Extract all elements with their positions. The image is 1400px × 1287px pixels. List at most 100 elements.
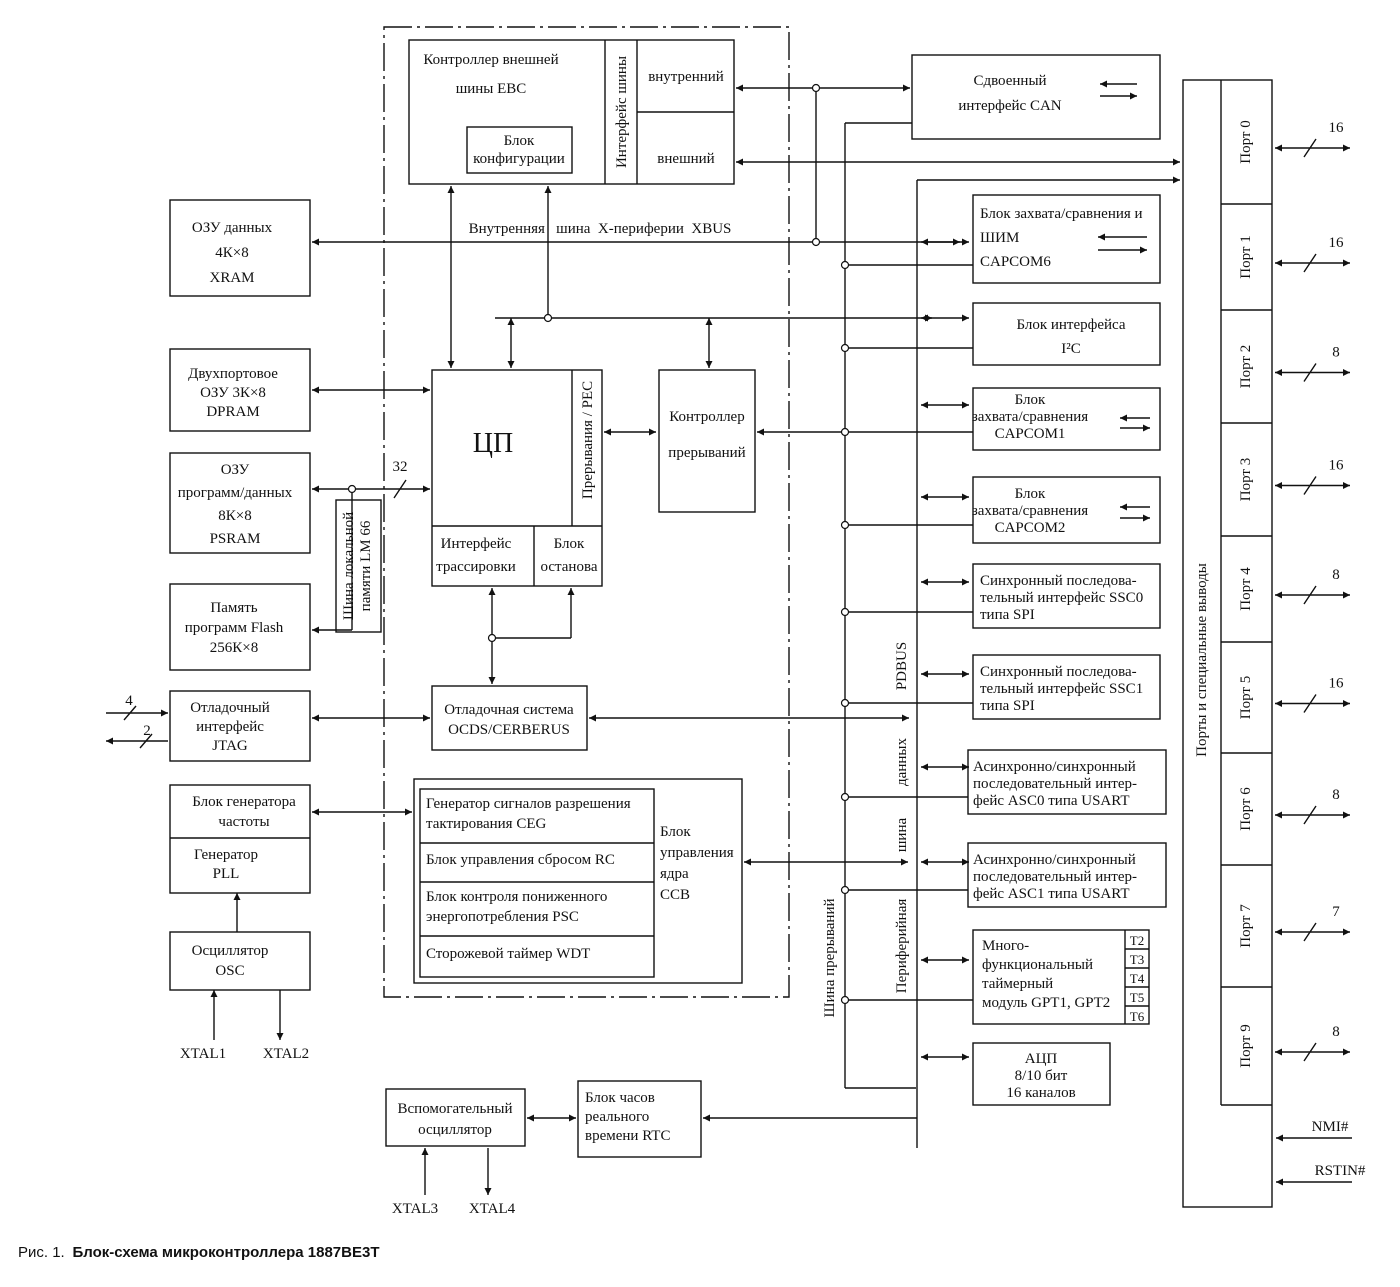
port-6-width-slash: [1303, 805, 1317, 825]
label-line: 8/10 бит: [1015, 1068, 1068, 1084]
xbus-label: Внутренняя шина X-периферии XBUS: [469, 221, 732, 237]
xtal4-label: XTAL4: [469, 1201, 516, 1217]
osc-box: [169, 931, 311, 991]
asc0-box: [967, 749, 1167, 815]
label-line: Блок: [504, 133, 535, 149]
label-line: OCDS/CERBERUS: [448, 722, 570, 738]
lm-bus-label: Шина локальнойпамяти LM 66: [341, 512, 374, 620]
intctrl-label: Контроллер прерываний: [668, 409, 745, 461]
port-4-width-slash: [1303, 585, 1317, 605]
label-line: конфигурации: [473, 151, 565, 167]
label-line: прерываний: [668, 445, 745, 461]
port-6-width: 8: [1332, 787, 1340, 803]
label-line: CAPCOM2: [995, 520, 1066, 536]
periph-bus-label-2: данных: [894, 738, 910, 786]
xtal1-label: XTAL1: [180, 1046, 226, 1062]
label-line: ядра: [660, 866, 689, 882]
cpu-box: [431, 369, 603, 587]
port-0-width: 16: [1329, 120, 1345, 136]
port-8-width: 8: [1332, 1024, 1340, 1040]
adc-box: [972, 1042, 1111, 1106]
label-line: Осциллятор: [192, 943, 269, 959]
lm-bus-label-box: [335, 499, 382, 633]
ebc-config-label: Блок конфигурации: [473, 133, 565, 167]
label-line: энергопотребления PSC: [426, 909, 579, 925]
label-line: CAPCOM1: [995, 426, 1066, 442]
ssc0-label: Синхронный последова-тельный интерфейс S…: [980, 573, 1143, 623]
periph-bus-label-1: шина: [894, 818, 910, 853]
ccb-item-3: Сторожевой таймер WDT: [426, 946, 590, 962]
port-5-label: Порт 5: [1238, 676, 1254, 719]
port-2-width-slash: [1303, 363, 1317, 382]
label-line: I²C: [1061, 341, 1081, 357]
port-1-width-slash: [1303, 253, 1317, 273]
port-3-width: 16: [1329, 458, 1345, 474]
label-line: Блок: [660, 824, 691, 840]
port-3-label: Порт 3: [1238, 458, 1254, 501]
label-line: Блок: [1015, 486, 1046, 502]
label-line: памяти LM 66: [358, 520, 374, 611]
label-line: T5: [1130, 990, 1144, 1005]
i2c-box: [972, 302, 1161, 366]
label-line: Асинхронно/синхронный: [973, 759, 1136, 775]
label-line: Асинхронно/синхронный: [973, 852, 1136, 868]
xtal2-label: XTAL2: [263, 1046, 309, 1062]
capcom2-box: [972, 476, 1161, 544]
label-line: интерфейс: [196, 719, 264, 735]
core-boundary: [383, 26, 790, 998]
label-line: Отладочная система: [444, 702, 574, 718]
label-line: Контроллер: [669, 409, 744, 425]
port-4-width: 8: [1332, 567, 1340, 583]
label-line: Блок захвата/сравнения и: [980, 206, 1143, 222]
label-line: программ/данных: [178, 485, 293, 501]
ocds-box: [431, 685, 588, 751]
ports-box: [1182, 79, 1273, 1208]
label-line: тельный интерфейс SSC1: [980, 681, 1143, 697]
port-5-width-slash: [1303, 694, 1317, 713]
label-line: захвата/сравнения: [972, 409, 1088, 425]
ebc-config-box: [466, 126, 573, 174]
label-line: Двухпортовое: [188, 366, 278, 382]
label-line: последовательный интер-: [973, 776, 1137, 792]
figure-caption: Рис. 1. Блок-схема микроконтроллера 1887…: [18, 1244, 380, 1261]
label-line: модуль GPT1, GPT2: [982, 995, 1110, 1011]
label-line: Синхронный последова-: [980, 664, 1137, 680]
label-line: Блок: [554, 536, 585, 552]
label-line: фейс ASC1 типа USART: [973, 886, 1130, 902]
label-line: Генератор сигналов разрешения: [426, 796, 631, 812]
label-line: ОЗУ данных: [192, 220, 273, 236]
port-2-width: 8: [1332, 345, 1340, 361]
ccb-item-1: Блок управления сбросом RC: [426, 852, 615, 868]
port-4-label: Порт 4: [1238, 567, 1254, 611]
interrupt-bus-label: Шина прерываний: [822, 899, 838, 1018]
ssc1-label: Синхронный последова-тельный интерфейс S…: [980, 664, 1143, 714]
periph-bus-label-0: Периферийная: [894, 899, 910, 994]
label-line: ОЗУ 3К×8: [200, 385, 266, 401]
label-line: JTAG: [212, 738, 248, 754]
label-line: тактирования CEG: [426, 816, 546, 832]
rtc-box: [577, 1080, 702, 1158]
label-line: 8К×8: [218, 508, 251, 524]
port-1-label: Порт 1: [1238, 235, 1254, 278]
label-line: 4К×8: [215, 245, 248, 261]
caption-title: Блок-схема микроконтроллера 1887ВЕ3Т: [72, 1244, 379, 1261]
junction-dots: [347, 83, 850, 1005]
label-line: DPRAM: [206, 404, 259, 420]
label-line: CAPCOM6: [980, 254, 1051, 270]
ccb-inner-box: [419, 788, 655, 978]
